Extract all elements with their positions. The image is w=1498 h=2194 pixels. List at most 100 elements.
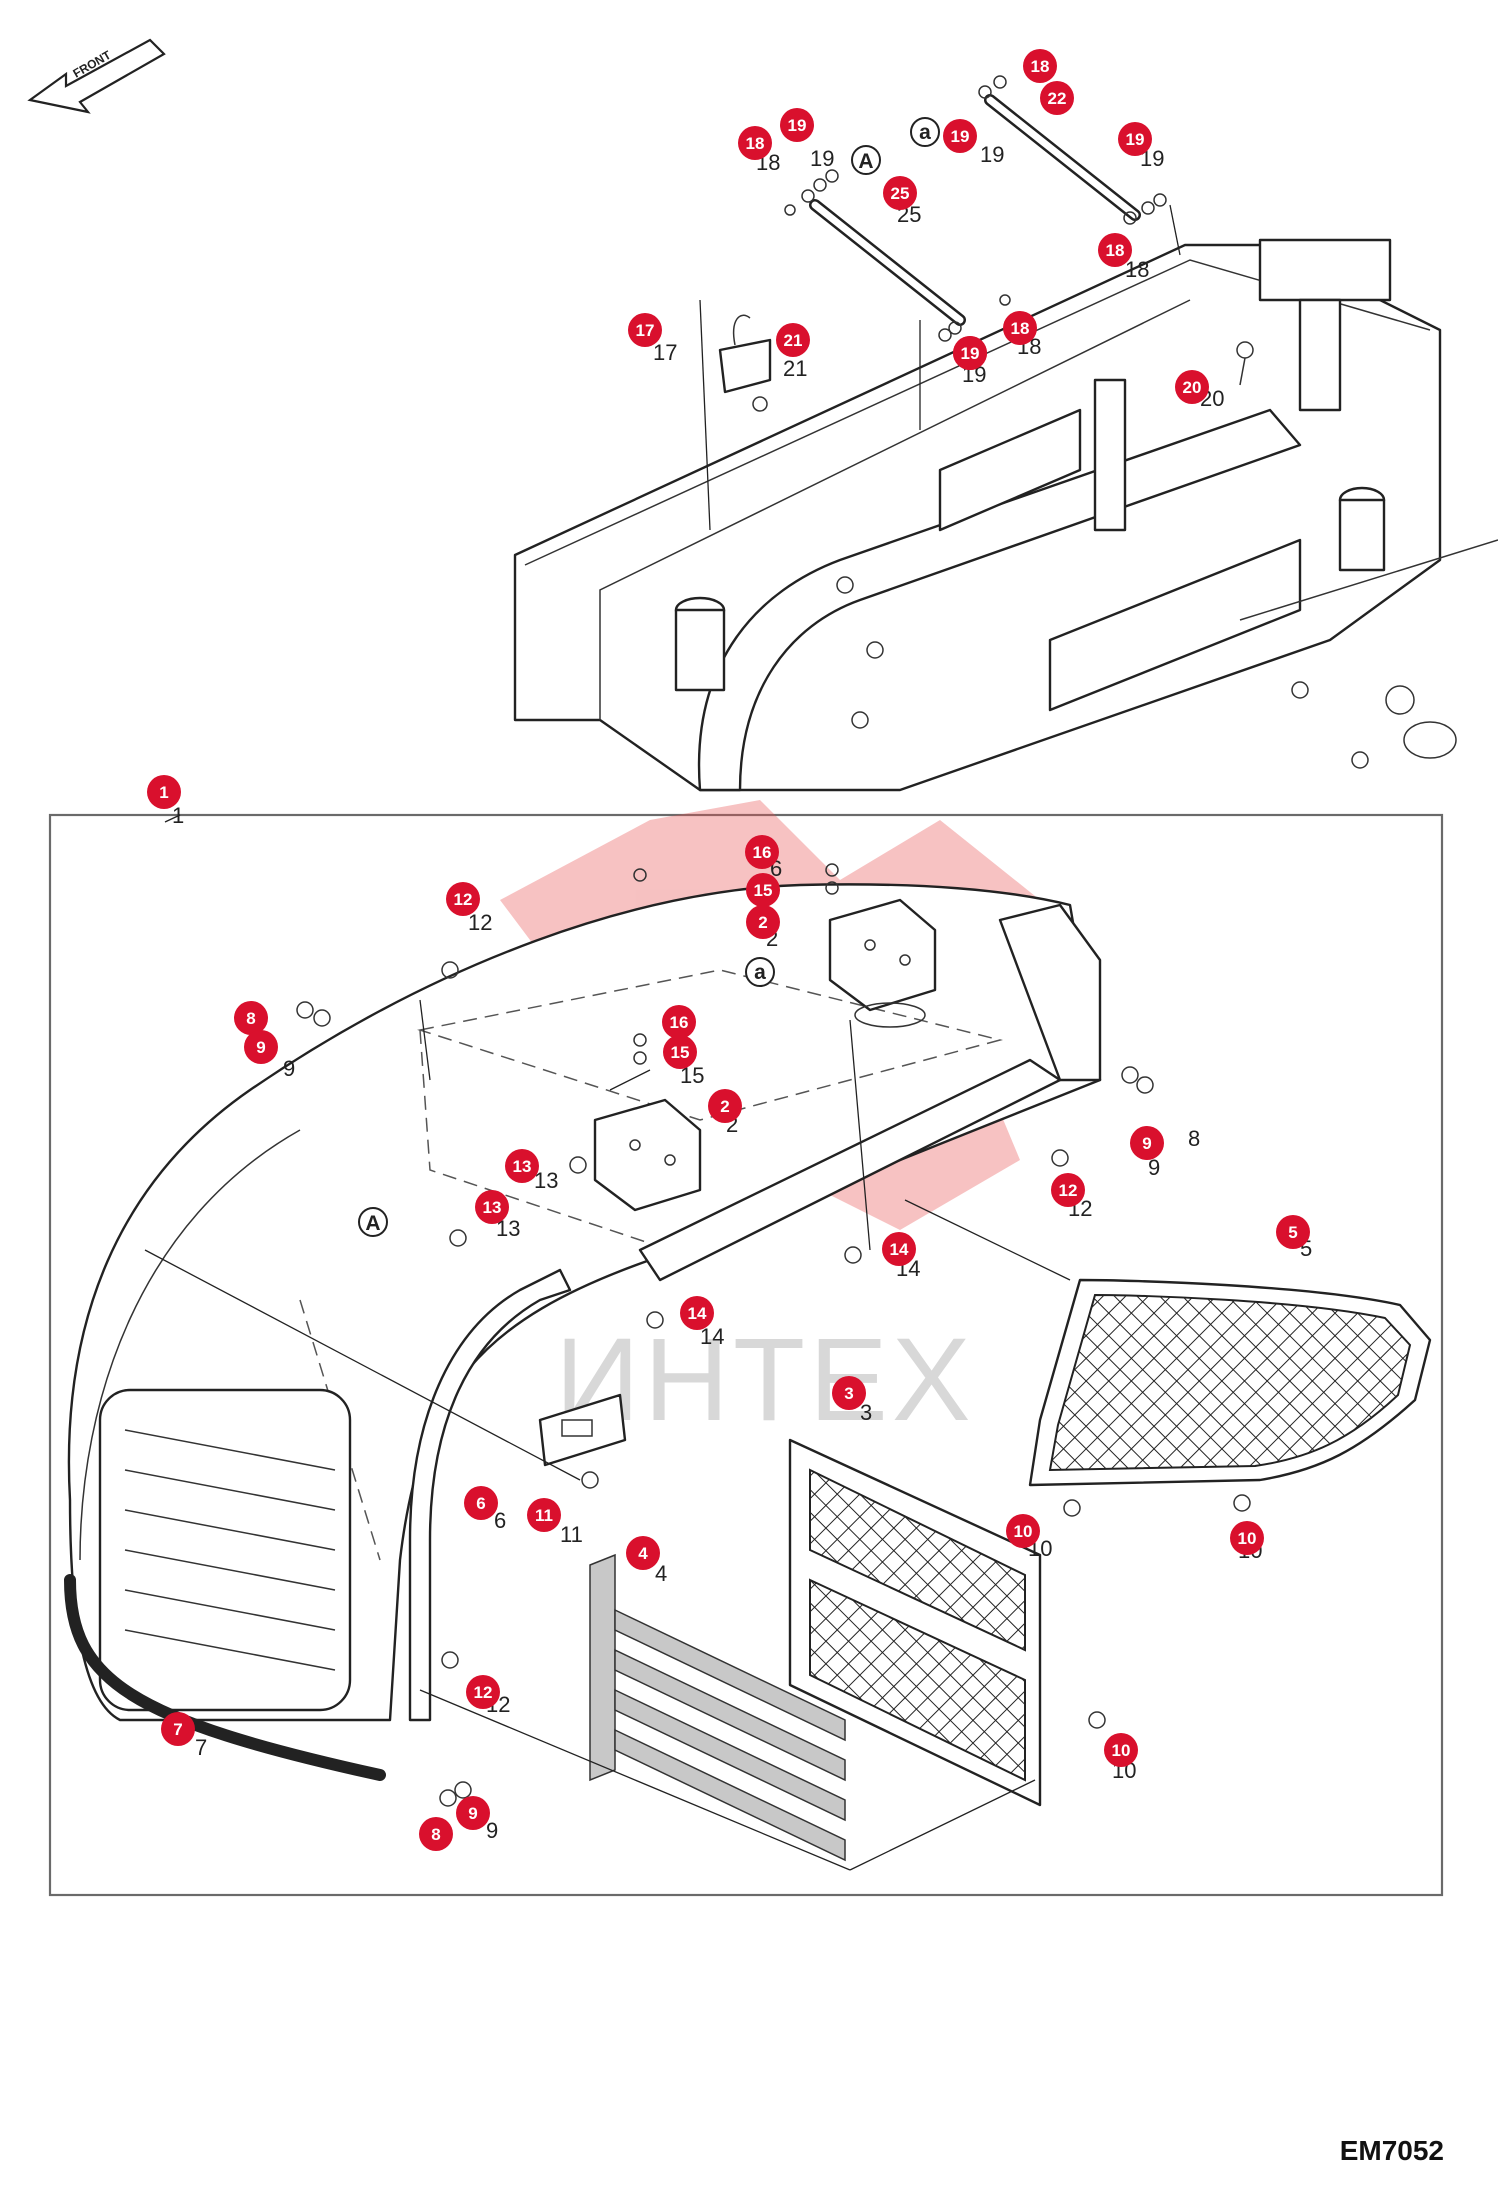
svg-text:13: 13 [483,1198,502,1217]
svg-text:20: 20 [1183,378,1202,397]
badge: 11 [527,1498,561,1532]
svg-text:9: 9 [1142,1134,1151,1153]
badge: 12 [1051,1173,1085,1207]
ref-marker-a-upper: a [910,117,940,147]
badge: 18 [1098,233,1132,267]
svg-text:6: 6 [476,1494,485,1513]
svg-text:18: 18 [1106,241,1125,260]
badge: 1 [147,775,181,809]
bolt-20 [1236,341,1254,386]
svg-text:12: 12 [474,1683,493,1702]
svg-text:17: 17 [636,321,655,340]
svg-text:1: 1 [159,783,168,802]
svg-text:a: a [919,121,931,144]
label: 9 [1148,1155,1160,1180]
label: 9 [283,1056,295,1081]
badge: 25 [883,176,917,210]
svg-text:16: 16 [670,1013,689,1032]
label: 19 [810,146,834,171]
svg-text:19: 19 [788,116,807,135]
drawing-code: EM7052 [1340,2135,1444,2166]
svg-text:22: 22 [1048,89,1067,108]
ref-marker-A-upper: A [851,145,881,175]
badge: 19 [953,336,987,370]
label: 13 [534,1168,558,1193]
label: 18 [1125,257,1149,282]
label: 7 [195,1735,207,1760]
pins-and-washers [784,75,1167,342]
svg-text:15: 15 [754,881,773,900]
label: 6 [494,1508,506,1533]
svg-text:8: 8 [431,1825,440,1844]
svg-text:19: 19 [951,127,970,146]
mesh-screen-3 [788,1438,1042,1807]
svg-text:18: 18 [1011,319,1030,338]
fasteners [296,863,1251,1807]
svg-text:A: A [858,150,873,173]
badge: 22 [1040,81,1074,115]
svg-text:7: 7 [173,1720,182,1739]
badge: 5 [1276,1215,1310,1249]
foam-pad-4 [589,1553,846,1862]
label: 1 [172,803,184,828]
badge: 9 [244,1030,278,1064]
badge: 14 [680,1296,714,1330]
badge: 20 [1175,370,1209,404]
svg-text:3: 3 [844,1384,853,1403]
label: 8 [1188,1126,1200,1151]
front-louver-grille [98,1388,352,1712]
svg-text:4: 4 [638,1544,648,1563]
svg-text:8: 8 [246,1009,255,1028]
ref-marker-A-lower: A [358,1207,388,1237]
badge: 19 [1118,122,1152,156]
badge: 10 [1230,1521,1264,1555]
badge: 12 [446,882,480,916]
badge: 12 [466,1675,500,1709]
svg-text:15: 15 [671,1043,690,1062]
label: 11 [560,1522,583,1547]
badge: 8 [419,1817,453,1851]
badge: 15 [663,1035,697,1069]
hinge-2-lower [593,1098,702,1212]
label: 3 [860,1400,872,1425]
badge: 9 [1130,1126,1164,1160]
hinge-bracket-17 [718,314,772,412]
leader-lines [144,204,1181,1871]
svg-text:21: 21 [784,331,803,350]
badge: 3 [832,1376,866,1410]
badge: 10 [1104,1733,1138,1767]
seal-strip-7 [64,1574,386,1781]
label: 9 [486,1818,498,1843]
svg-text:10: 10 [1238,1529,1257,1548]
bracket-6 [538,1393,627,1467]
badge: 18 [738,126,772,160]
svg-text:14: 14 [688,1304,707,1323]
badge: 4 [626,1536,660,1570]
badge: 19 [943,119,977,153]
gas-strut-22 [984,94,1141,221]
badge: 18 [1023,49,1057,83]
gas-strut-25 [809,199,966,326]
label: 17 [653,340,677,365]
svg-text:16: 16 [753,843,772,862]
badge: 15 [746,873,780,907]
mesh-screen-5 [1028,1278,1432,1487]
svg-text:a: a [754,961,766,984]
ref-marker-a-lower: a [745,957,775,987]
svg-text:12: 12 [1059,1181,1078,1200]
label: 21 [783,356,807,381]
svg-text:19: 19 [961,344,980,363]
svg-text:13: 13 [513,1157,532,1176]
svg-text:A: A [365,1212,380,1235]
badge: 17 [628,313,662,347]
label: 19 [980,142,1004,167]
badge: 16 [662,1005,696,1039]
badge: 18 [1003,311,1037,345]
badge: 8 [234,1001,268,1035]
hinge-2-upper [828,898,937,1028]
svg-text:25: 25 [891,184,910,203]
svg-text:10: 10 [1112,1741,1131,1760]
badge: 13 [475,1190,509,1224]
badge: 16 [745,835,779,869]
